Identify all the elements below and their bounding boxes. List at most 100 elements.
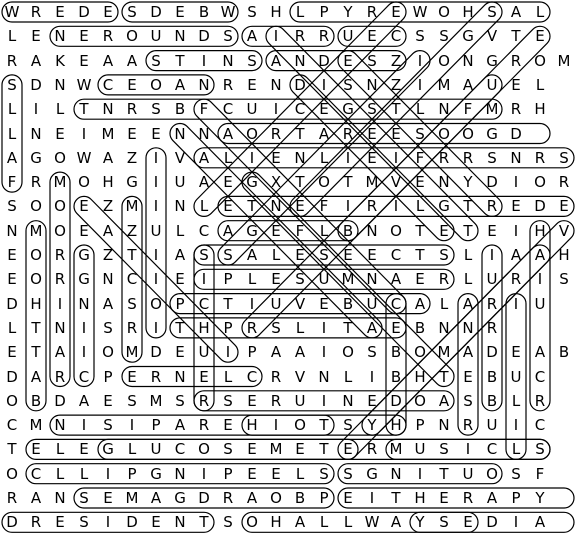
grid-letter: U bbox=[534, 294, 546, 313]
grid-letter: S bbox=[151, 100, 161, 119]
grid-letter: H bbox=[558, 246, 570, 264]
grid-letter: S bbox=[319, 246, 329, 264]
grid-letter: Z bbox=[126, 221, 138, 240]
grid-letter: R bbox=[534, 391, 546, 410]
grid-letter: A bbox=[102, 221, 114, 240]
grid-letter: E bbox=[295, 197, 305, 216]
grid-letter: E bbox=[391, 3, 401, 21]
grid-letter: A bbox=[30, 367, 42, 386]
grid-letter: Y bbox=[463, 173, 473, 192]
grid-letter: I bbox=[513, 221, 519, 240]
grid-letter: U bbox=[486, 75, 498, 94]
grid-letter: E bbox=[511, 75, 521, 94]
grid-letter: E bbox=[343, 246, 353, 264]
grid-letter: I bbox=[321, 391, 327, 410]
grid-letter: E bbox=[223, 173, 233, 192]
grid-letter: I bbox=[513, 173, 519, 192]
grid-letter: N bbox=[174, 513, 186, 532]
grid-letter: N bbox=[54, 27, 66, 46]
grid-letter: D bbox=[198, 489, 210, 507]
grid-letter: I bbox=[81, 318, 87, 337]
grid-letter: H bbox=[414, 489, 426, 507]
grid-letter: U bbox=[150, 221, 162, 240]
grid-letter: I bbox=[417, 75, 423, 94]
grid-letter: T bbox=[79, 100, 89, 119]
grid-letter: G bbox=[78, 246, 90, 264]
grid-letter: I bbox=[153, 246, 159, 264]
grid-letter: R bbox=[510, 51, 522, 70]
grid-letter: B bbox=[486, 391, 498, 410]
grid-letter: N bbox=[318, 367, 330, 386]
grid-letter: E bbox=[103, 489, 113, 507]
grid-letter: R bbox=[54, 367, 66, 386]
grid-letter: T bbox=[247, 197, 257, 216]
grid-letter: T bbox=[343, 318, 353, 337]
grid-letter: C bbox=[390, 294, 402, 313]
grid-letter: T bbox=[463, 221, 473, 240]
grid-letter: L bbox=[511, 391, 521, 410]
grid-letter: U bbox=[294, 391, 306, 410]
grid-letter: A bbox=[294, 343, 306, 362]
grid-letter: S bbox=[79, 513, 89, 532]
grid-letter: I bbox=[393, 148, 399, 167]
grid-letter: L bbox=[343, 367, 353, 386]
grid-letter: D bbox=[78, 3, 90, 21]
grid-letter: S bbox=[367, 100, 377, 119]
grid-letter: S bbox=[535, 440, 545, 459]
grid-letter: O bbox=[30, 246, 42, 264]
grid-letter: M bbox=[101, 124, 115, 143]
grid-letter: N bbox=[438, 416, 450, 435]
grid-letter: P bbox=[319, 489, 329, 507]
grid-letter: E bbox=[319, 294, 329, 313]
grid-letter: A bbox=[414, 294, 426, 313]
grid-letter: E bbox=[391, 318, 401, 337]
grid-letter: A bbox=[462, 75, 474, 94]
grid-letter: S bbox=[223, 513, 233, 532]
grid-letter: T bbox=[439, 367, 449, 386]
grid-letter: U bbox=[174, 173, 186, 192]
grid-letter: D bbox=[6, 294, 18, 313]
grid-letter: L bbox=[7, 27, 17, 46]
grid-letter: E bbox=[7, 270, 17, 289]
grid-letter: O bbox=[270, 489, 282, 507]
grid-letter: I bbox=[273, 100, 279, 119]
grid-letter: M bbox=[29, 221, 43, 240]
grid-letter: S bbox=[151, 51, 161, 70]
grid-letter: D bbox=[318, 51, 330, 70]
grid-letter: E bbox=[199, 367, 209, 386]
grid-letter: N bbox=[174, 367, 186, 386]
grid-letter: M bbox=[53, 173, 67, 192]
grid-letter: F bbox=[463, 100, 473, 119]
grid-letter: I bbox=[153, 173, 159, 192]
grid-letter: T bbox=[343, 173, 353, 192]
grid-letter: H bbox=[390, 416, 402, 435]
grid-letter: O bbox=[150, 294, 162, 313]
grid-letter: L bbox=[223, 148, 233, 167]
grid-letter: C bbox=[30, 464, 42, 483]
grid-letter: I bbox=[153, 270, 159, 289]
grid-letter: N bbox=[54, 75, 66, 94]
grid-letter: L bbox=[319, 221, 329, 240]
grid-letter: I bbox=[105, 513, 111, 532]
grid-letter: D bbox=[54, 391, 66, 410]
grid-letter: P bbox=[415, 416, 425, 435]
grid-letter: V bbox=[558, 221, 570, 240]
grid-letter: M bbox=[341, 270, 355, 289]
grid-letter: V bbox=[294, 294, 306, 313]
grid-letter: Z bbox=[126, 148, 138, 167]
grid-letter: S bbox=[439, 513, 449, 532]
grid-letter: A bbox=[246, 489, 258, 507]
grid-letter: N bbox=[366, 75, 378, 94]
grid-letter: I bbox=[129, 416, 135, 435]
grid-letter: C bbox=[102, 75, 114, 94]
grid-letter: T bbox=[319, 440, 329, 459]
grid-letter: L bbox=[247, 270, 257, 289]
grid-letter: B bbox=[342, 221, 354, 240]
grid-letter: C bbox=[246, 367, 258, 386]
grid-letter: E bbox=[55, 124, 65, 143]
grid-letter: M bbox=[389, 440, 403, 459]
grid-letter: E bbox=[247, 75, 257, 94]
grid-letter: E bbox=[271, 148, 281, 167]
grid-letter: G bbox=[174, 489, 186, 507]
grid-letter: E bbox=[223, 197, 233, 216]
